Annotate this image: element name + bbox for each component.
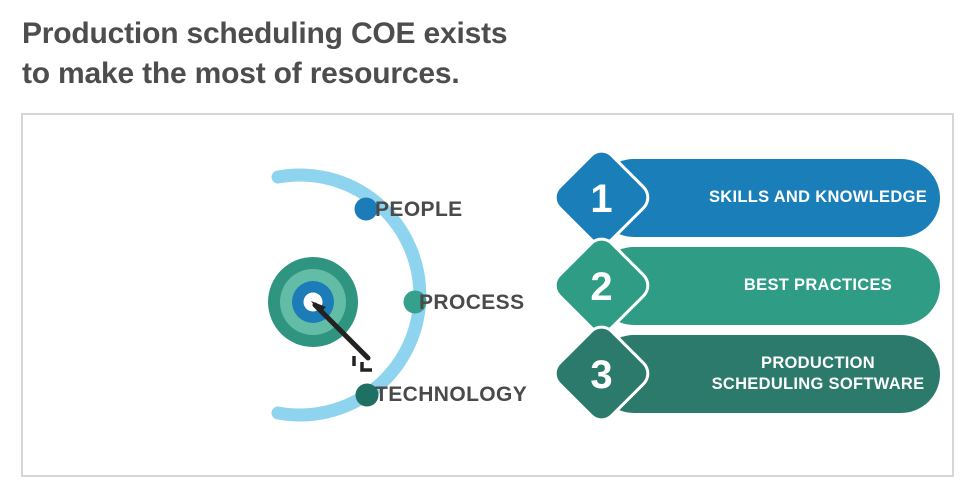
step-label-3-line-1: PRODUCTION bbox=[761, 353, 875, 372]
page-title-line-2: to make the most of resources. bbox=[22, 56, 460, 90]
orbit-dot-technology[interactable] bbox=[355, 383, 379, 407]
step-number-2: 2 bbox=[590, 264, 613, 309]
step-item-2[interactable]: BEST PRACTICES 2 bbox=[551, 235, 951, 336]
step-number-3: 3 bbox=[590, 352, 613, 397]
page-title-line-1: Production scheduling COE exists bbox=[22, 17, 508, 50]
step-number-1: 1 bbox=[590, 176, 613, 221]
step-bar-1: SKILLS AND KNOWLEDGE bbox=[595, 159, 940, 237]
orbit-label-people: PEOPLE bbox=[375, 198, 463, 221]
step-item-1[interactable]: SKILLS AND KNOWLEDGE 1 bbox=[551, 147, 951, 248]
arrow-dart-icon bbox=[311, 301, 372, 372]
step-bar-2: BEST PRACTICES bbox=[595, 247, 940, 325]
orbit-dot-people[interactable] bbox=[354, 197, 378, 221]
orbit-label-technology: TECHNOLOGY bbox=[375, 383, 528, 406]
step-label-2: BEST PRACTICES bbox=[743, 276, 893, 295]
step-badge-1: 1 bbox=[551, 147, 652, 248]
steps-list: SKILLS AND KNOWLEDGE 1 BEST PRACTICES 2 bbox=[551, 147, 951, 458]
orbit-label-process: PROCESS bbox=[419, 291, 525, 314]
step-badge-3: 3 bbox=[551, 323, 652, 424]
step-bar-3: PRODUCTION SCHEDULING SOFTWARE bbox=[595, 335, 940, 413]
page-title: Production scheduling COE exists to make… bbox=[22, 14, 722, 94]
step-label-3: PRODUCTION SCHEDULING SOFTWARE bbox=[699, 335, 937, 413]
step-item-3[interactable]: PRODUCTION SCHEDULING SOFTWARE 3 bbox=[551, 323, 951, 424]
orbit-diagram-graphics bbox=[268, 168, 427, 422]
step-label-3-line-2: SCHEDULING SOFTWARE bbox=[711, 375, 925, 393]
step-label-1: SKILLS AND KNOWLEDGE bbox=[708, 188, 928, 207]
infographic-panel: PEOPLE PROCESS TECHNOLOGY SKILLS AND KNO… bbox=[21, 113, 954, 477]
orbit-dot-process[interactable] bbox=[403, 290, 427, 314]
coe-orbit-diagram: PEOPLE PROCESS TECHNOLOGY bbox=[23, 115, 563, 479]
step-badge-2: 2 bbox=[551, 235, 652, 336]
